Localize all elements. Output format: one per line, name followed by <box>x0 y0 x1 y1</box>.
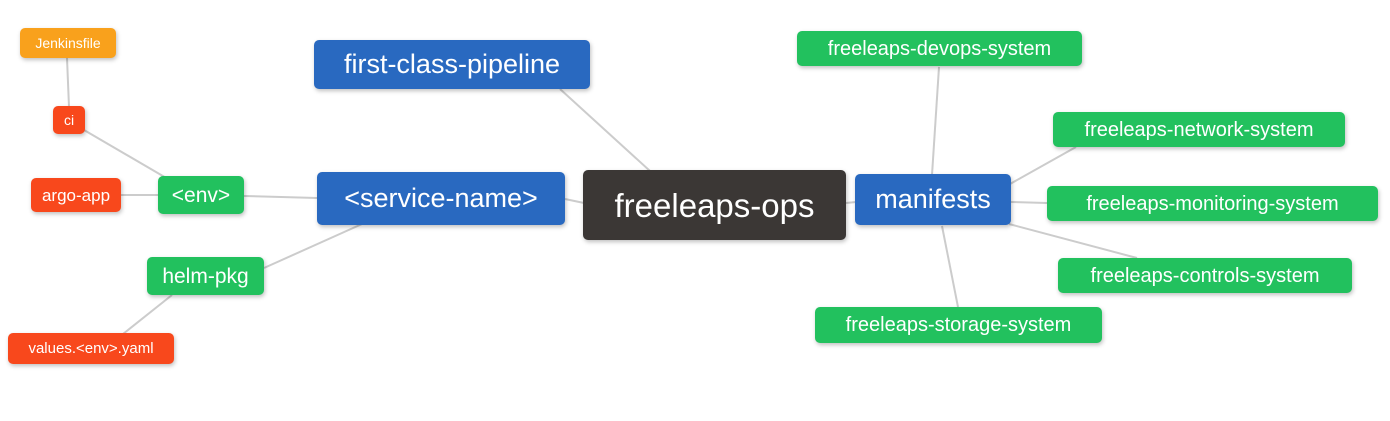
node-manifests[interactable]: manifests <box>855 174 1011 225</box>
node-freeleaps-storage-system[interactable]: freeleaps-storage-system <box>815 307 1102 343</box>
edge-values-helm-pkg <box>122 294 173 335</box>
edge-env-service-name <box>243 195 318 199</box>
node-freeleaps-controls-system[interactable]: freeleaps-controls-system <box>1058 258 1352 293</box>
node-service-name[interactable]: <service-name> <box>317 172 565 225</box>
edge-service-name-freeleaps-ops <box>564 198 585 204</box>
node-freeleaps-ops[interactable]: freeleaps-ops <box>583 170 846 240</box>
node-ci[interactable]: ci <box>53 106 85 134</box>
node-jenkinsfile[interactable]: Jenkinsfile <box>20 28 116 58</box>
edge-manifests-network <box>1009 146 1077 185</box>
node-values-env-yaml[interactable]: values.<env>.yaml <box>8 333 174 364</box>
edge-ci-env <box>83 129 169 180</box>
node-env[interactable]: <env> <box>158 176 244 214</box>
node-freeleaps-monitoring-system[interactable]: freeleaps-monitoring-system <box>1047 186 1378 221</box>
node-first-class-pipeline[interactable]: first-class-pipeline <box>314 40 590 89</box>
edge-manifests-devops <box>931 66 940 176</box>
node-argo-app[interactable]: argo-app <box>31 178 121 212</box>
edge-manifests-storage <box>941 225 959 308</box>
edge-freeleaps-ops-manifests <box>845 201 857 204</box>
node-helm-pkg[interactable]: helm-pkg <box>147 257 264 295</box>
edge-jenkinsfile-ci <box>66 57 70 108</box>
edge-helm-pkg-service-name <box>263 223 363 269</box>
edge-manifests-monitoring <box>1010 201 1048 204</box>
node-freeleaps-devops-system[interactable]: freeleaps-devops-system <box>797 31 1082 66</box>
node-freeleaps-network-system[interactable]: freeleaps-network-system <box>1053 112 1345 147</box>
edge-pipeline-freeleaps-ops <box>559 88 651 172</box>
edge-manifests-controls <box>1008 223 1138 259</box>
